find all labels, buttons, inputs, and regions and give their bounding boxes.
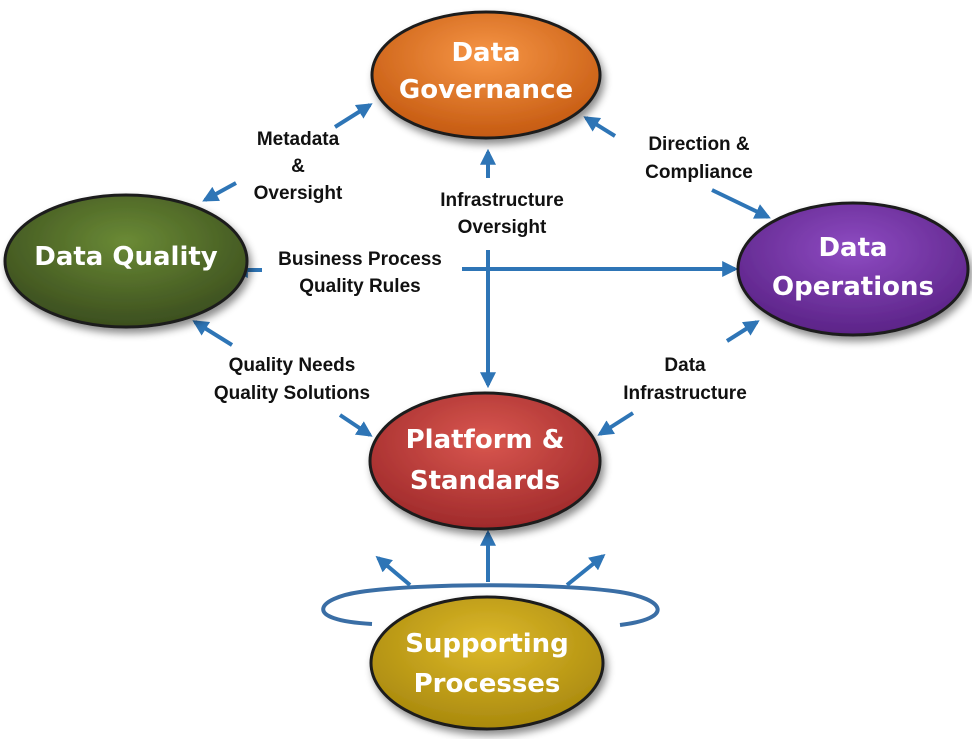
process-ring-back: [321, 583, 660, 627]
node-data-governance-line2: Governance: [399, 75, 573, 105]
node-platform-standards: [368, 391, 602, 531]
node-data-operations-line1: Data: [818, 233, 887, 263]
label-infrastructure-oversight-line1: Infrastructure: [440, 190, 564, 211]
arrow-direction-to-operations: [711, 188, 771, 219]
arrow-metadata-to-governance: [333, 103, 373, 129]
node-supporting-processes-line1: Supporting: [405, 629, 569, 659]
node-supporting-processes: [369, 595, 605, 731]
label-infrastructure-oversight-line2: Oversight: [458, 217, 547, 238]
label-business-process-line2: Quality Rules: [299, 276, 420, 297]
node-supporting-processes-line2: Processes: [414, 669, 561, 699]
arrow-needs-to-platform: [338, 413, 373, 437]
label-metadata-line3: Oversight: [254, 183, 343, 204]
arrow-supporting-up-left: [375, 555, 412, 587]
label-quality-needs-line1: Quality Needs: [229, 355, 356, 376]
node-platform-standards-line1: Platform &: [406, 425, 565, 455]
node-data-governance: [370, 10, 602, 140]
label-data-infrastructure-line1: Data: [664, 355, 706, 376]
node-data-operations: [736, 201, 970, 337]
node-platform-standards-line2: Standards: [410, 466, 560, 496]
node-data-quality-label: Data Quality: [34, 242, 218, 272]
arrow-direction-to-governance: [583, 116, 617, 138]
arrow-metadata-to-quality: [202, 181, 237, 202]
node-data-quality: [3, 193, 249, 329]
arrow-infrastructure-to-operations: [725, 320, 760, 343]
arrow-infrastructure-to-platform: [597, 411, 635, 436]
label-metadata-line2: &: [291, 156, 305, 177]
arrow-needs-to-quality: [192, 320, 234, 347]
label-business-process-line1: Business Process: [278, 249, 442, 270]
label-data-infrastructure-line2: Infrastructure: [623, 383, 747, 404]
label-metadata-line1: Metadata: [257, 129, 340, 150]
label-direction-line2: Compliance: [645, 162, 753, 183]
node-data-operations-line2: Operations: [772, 272, 934, 302]
label-quality-needs-line2: Quality Solutions: [214, 383, 370, 404]
node-data-governance-line1: Data: [451, 38, 520, 68]
arrow-supporting-up-right: [565, 553, 606, 587]
label-direction-line1: Direction &: [648, 134, 750, 155]
